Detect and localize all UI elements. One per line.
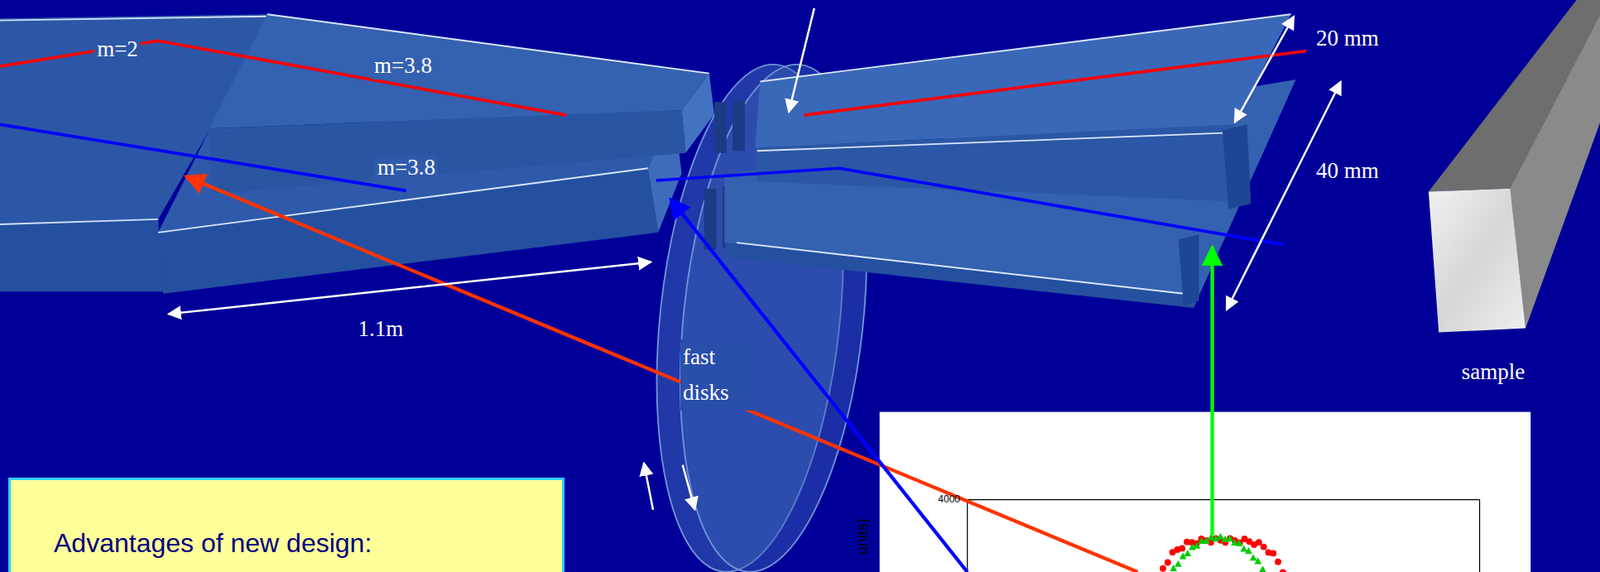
data-point — [1225, 534, 1234, 542]
dimension-label: 1.1m — [358, 316, 404, 342]
guide-end — [1178, 234, 1200, 306]
dimension-arrow — [168, 262, 651, 315]
data-point — [1183, 549, 1192, 557]
data-point — [1178, 544, 1186, 552]
data-point — [1249, 553, 1258, 561]
pointer-arrow — [788, 8, 815, 113]
axis-tick: 4000 — [937, 494, 961, 506]
coating-label: m=3.8 — [374, 154, 438, 181]
note-box: Advantages of new design: — [8, 477, 565, 572]
data-point — [1164, 559, 1172, 567]
chart-axis — [967, 499, 1480, 500]
guide-block — [209, 110, 687, 194]
pointer-arrow — [1210, 246, 1214, 536]
data-point — [1239, 544, 1248, 552]
note-heading: Advantages of new design: — [53, 528, 546, 559]
coating-label: m=2 — [94, 36, 141, 63]
data-point — [1255, 538, 1263, 546]
data-point — [1274, 558, 1282, 566]
axis-title: units) — [854, 518, 872, 555]
guide-block — [0, 219, 164, 292]
data-point — [1235, 539, 1244, 547]
guide-edge — [0, 16, 268, 21]
guide-block — [724, 242, 1199, 308]
beam-path — [0, 40, 567, 116]
disk-window — [732, 100, 745, 152]
dimension-label: 20 mm — [1316, 25, 1379, 52]
pointer-arrow — [670, 198, 968, 572]
coating-label: m=3.8 — [371, 52, 435, 79]
rotation-arrow — [643, 462, 654, 510]
data-point — [1254, 557, 1262, 564]
data-point — [1216, 533, 1225, 540]
guide-edge — [0, 219, 159, 225]
guide-end — [1222, 124, 1252, 209]
sample-block — [1428, 188, 1526, 333]
dimension-label: 40 mm — [1316, 158, 1379, 184]
data-point — [1159, 565, 1167, 572]
guide-edge — [759, 14, 1291, 82]
dimension-arrow — [1226, 81, 1341, 311]
data-point — [1279, 568, 1287, 572]
rotation-arrow — [682, 465, 696, 510]
data-point — [1244, 547, 1253, 554]
guide-edge — [757, 132, 1235, 151]
dimension-arrow — [1234, 16, 1295, 123]
disk-window — [714, 101, 727, 154]
beam-path — [0, 124, 407, 191]
guide-edge — [736, 242, 1184, 294]
beam-path — [803, 51, 1307, 116]
guide-block — [209, 14, 710, 129]
chart-axis — [1479, 499, 1480, 572]
sample-label: sample — [1461, 359, 1525, 385]
data-point — [1174, 560, 1182, 567]
guide-edge — [267, 14, 710, 73]
data-point — [1269, 549, 1277, 557]
chart-axis — [966, 499, 968, 572]
guide-block — [754, 124, 1247, 202]
beam-path — [656, 168, 1284, 245]
data-point — [1260, 543, 1268, 551]
component-label: fast disks — [680, 339, 757, 411]
chart-inset — [879, 412, 1532, 572]
sample-block — [1510, 14, 1600, 328]
data-point — [1258, 565, 1267, 572]
